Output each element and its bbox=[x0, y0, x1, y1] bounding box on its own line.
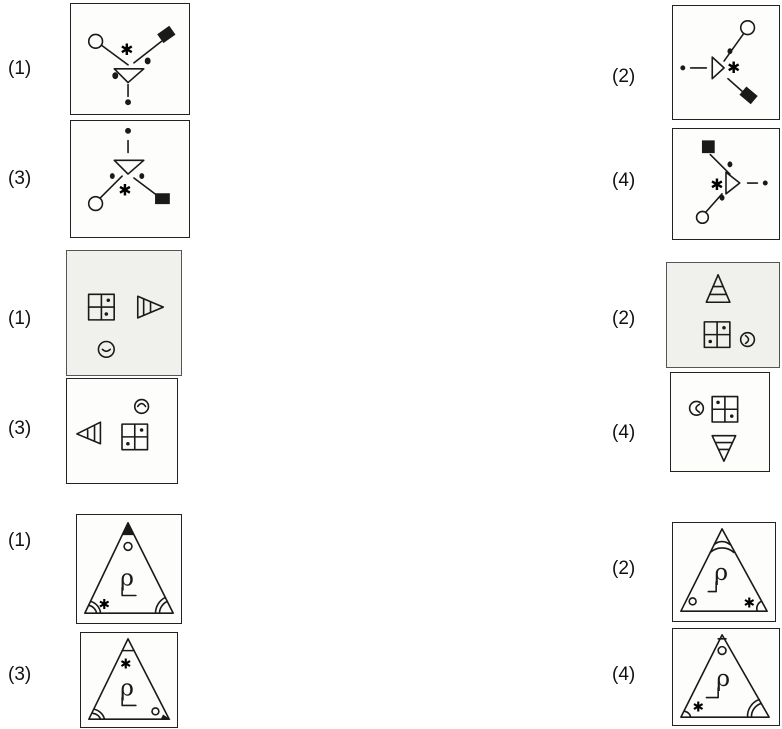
svg-text:✱: ✱ bbox=[99, 597, 111, 613]
option-figure-q2-2[interactable] bbox=[666, 262, 780, 368]
option-figure-q3-1[interactable]: ρ ✱ bbox=[76, 514, 182, 624]
option-label: (3) bbox=[8, 664, 32, 685]
option-figure-q3-4[interactable]: ρ ✱ bbox=[672, 628, 780, 726]
star-figure-icon: ✱ bbox=[673, 129, 779, 239]
svg-text:✱: ✱ bbox=[120, 40, 133, 59]
option-figure-q1-1[interactable]: ✱ bbox=[70, 3, 190, 115]
option-label: (2) bbox=[612, 308, 636, 329]
triangle-p-icon: ρ ✱ bbox=[673, 629, 779, 725]
option-figure-q3-2[interactable]: ρ ✱ bbox=[672, 522, 776, 622]
triangle-p-icon: ρ ✱ bbox=[77, 515, 181, 623]
option-label: (3) bbox=[8, 168, 32, 189]
star-figure-icon: ✱ bbox=[71, 121, 189, 237]
svg-text:✱: ✱ bbox=[744, 595, 756, 611]
option-label: (1) bbox=[8, 58, 32, 79]
svg-text:✱: ✱ bbox=[120, 656, 131, 672]
option-figure-q3-3[interactable]: ✱ ρ bbox=[80, 632, 178, 728]
svg-text:ρ: ρ bbox=[120, 564, 134, 592]
option-figure-q2-3[interactable] bbox=[66, 378, 178, 484]
square-triangle-circle-icon bbox=[67, 251, 181, 375]
svg-text:ρ: ρ bbox=[120, 674, 134, 702]
svg-text:✱: ✱ bbox=[693, 699, 704, 715]
option-label: (1) bbox=[8, 530, 32, 551]
svg-text:✱: ✱ bbox=[118, 181, 131, 200]
option-label: (2) bbox=[612, 66, 636, 87]
option-figure-q2-4[interactable] bbox=[670, 372, 770, 472]
option-label: (2) bbox=[612, 558, 636, 579]
option-label: (1) bbox=[8, 308, 32, 329]
option-figure-q2-1[interactable] bbox=[66, 250, 182, 376]
square-triangle-circle-icon bbox=[667, 263, 779, 367]
option-figure-q1-4[interactable]: ✱ bbox=[672, 128, 780, 240]
option-label: (4) bbox=[612, 422, 636, 443]
star-figure-icon: ✱ bbox=[71, 4, 189, 114]
option-figure-q1-3[interactable]: ✱ bbox=[70, 120, 190, 238]
triangle-p-icon: ✱ ρ bbox=[81, 633, 177, 727]
svg-text:ρ: ρ bbox=[714, 558, 728, 586]
star-figure-icon: ✱ bbox=[673, 6, 779, 119]
option-label: (3) bbox=[8, 418, 32, 439]
svg-text:✱: ✱ bbox=[710, 175, 723, 194]
square-triangle-circle-icon bbox=[671, 373, 769, 471]
square-triangle-circle-icon bbox=[67, 379, 177, 483]
option-label: (4) bbox=[612, 170, 636, 191]
triangle-p-icon: ρ ✱ bbox=[673, 523, 775, 621]
option-figure-q1-2[interactable]: ✱ bbox=[672, 5, 780, 120]
option-label: (4) bbox=[612, 664, 636, 685]
svg-text:✱: ✱ bbox=[727, 58, 740, 77]
svg-text:ρ: ρ bbox=[716, 664, 730, 692]
